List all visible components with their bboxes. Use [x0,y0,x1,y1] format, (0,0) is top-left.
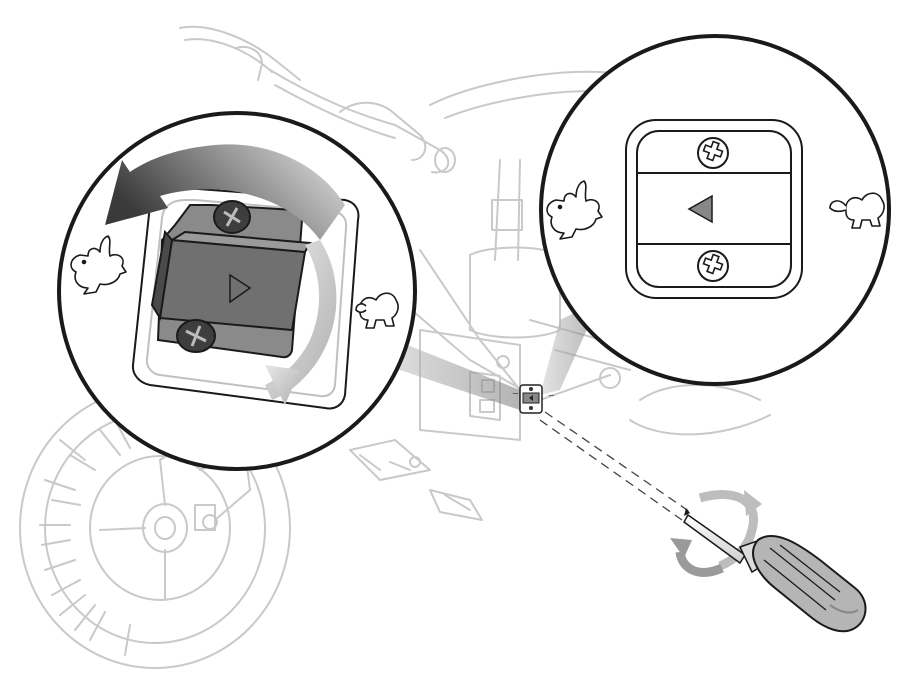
speed-switch-on-bike: ∼ ∼ [512,384,555,414]
turtle-icon [829,192,885,229]
svg-text:∼: ∼ [548,391,555,400]
switch-housing-front [625,119,803,299]
switch-housing-perspective [131,186,360,410]
rabbit-icon [546,180,603,240]
phillips-screw-icon [697,137,729,169]
circular-arrow-icon [105,144,345,405]
phillips-screw-icon [213,200,251,234]
phillips-screw-icon [697,250,729,282]
rabbit-icon [70,235,127,295]
switch-triangle-icon [687,194,713,224]
switch-triangle-icon [229,273,252,304]
left-detail-zoom [57,111,417,471]
screwdriver-guide-line [539,411,691,521]
right-detail-zoom [539,34,891,386]
phillips-screwdriver-icon [670,490,867,633]
phillips-screw-icon [176,319,216,353]
turtle-icon [355,292,399,329]
svg-text:∼: ∼ [512,389,519,398]
